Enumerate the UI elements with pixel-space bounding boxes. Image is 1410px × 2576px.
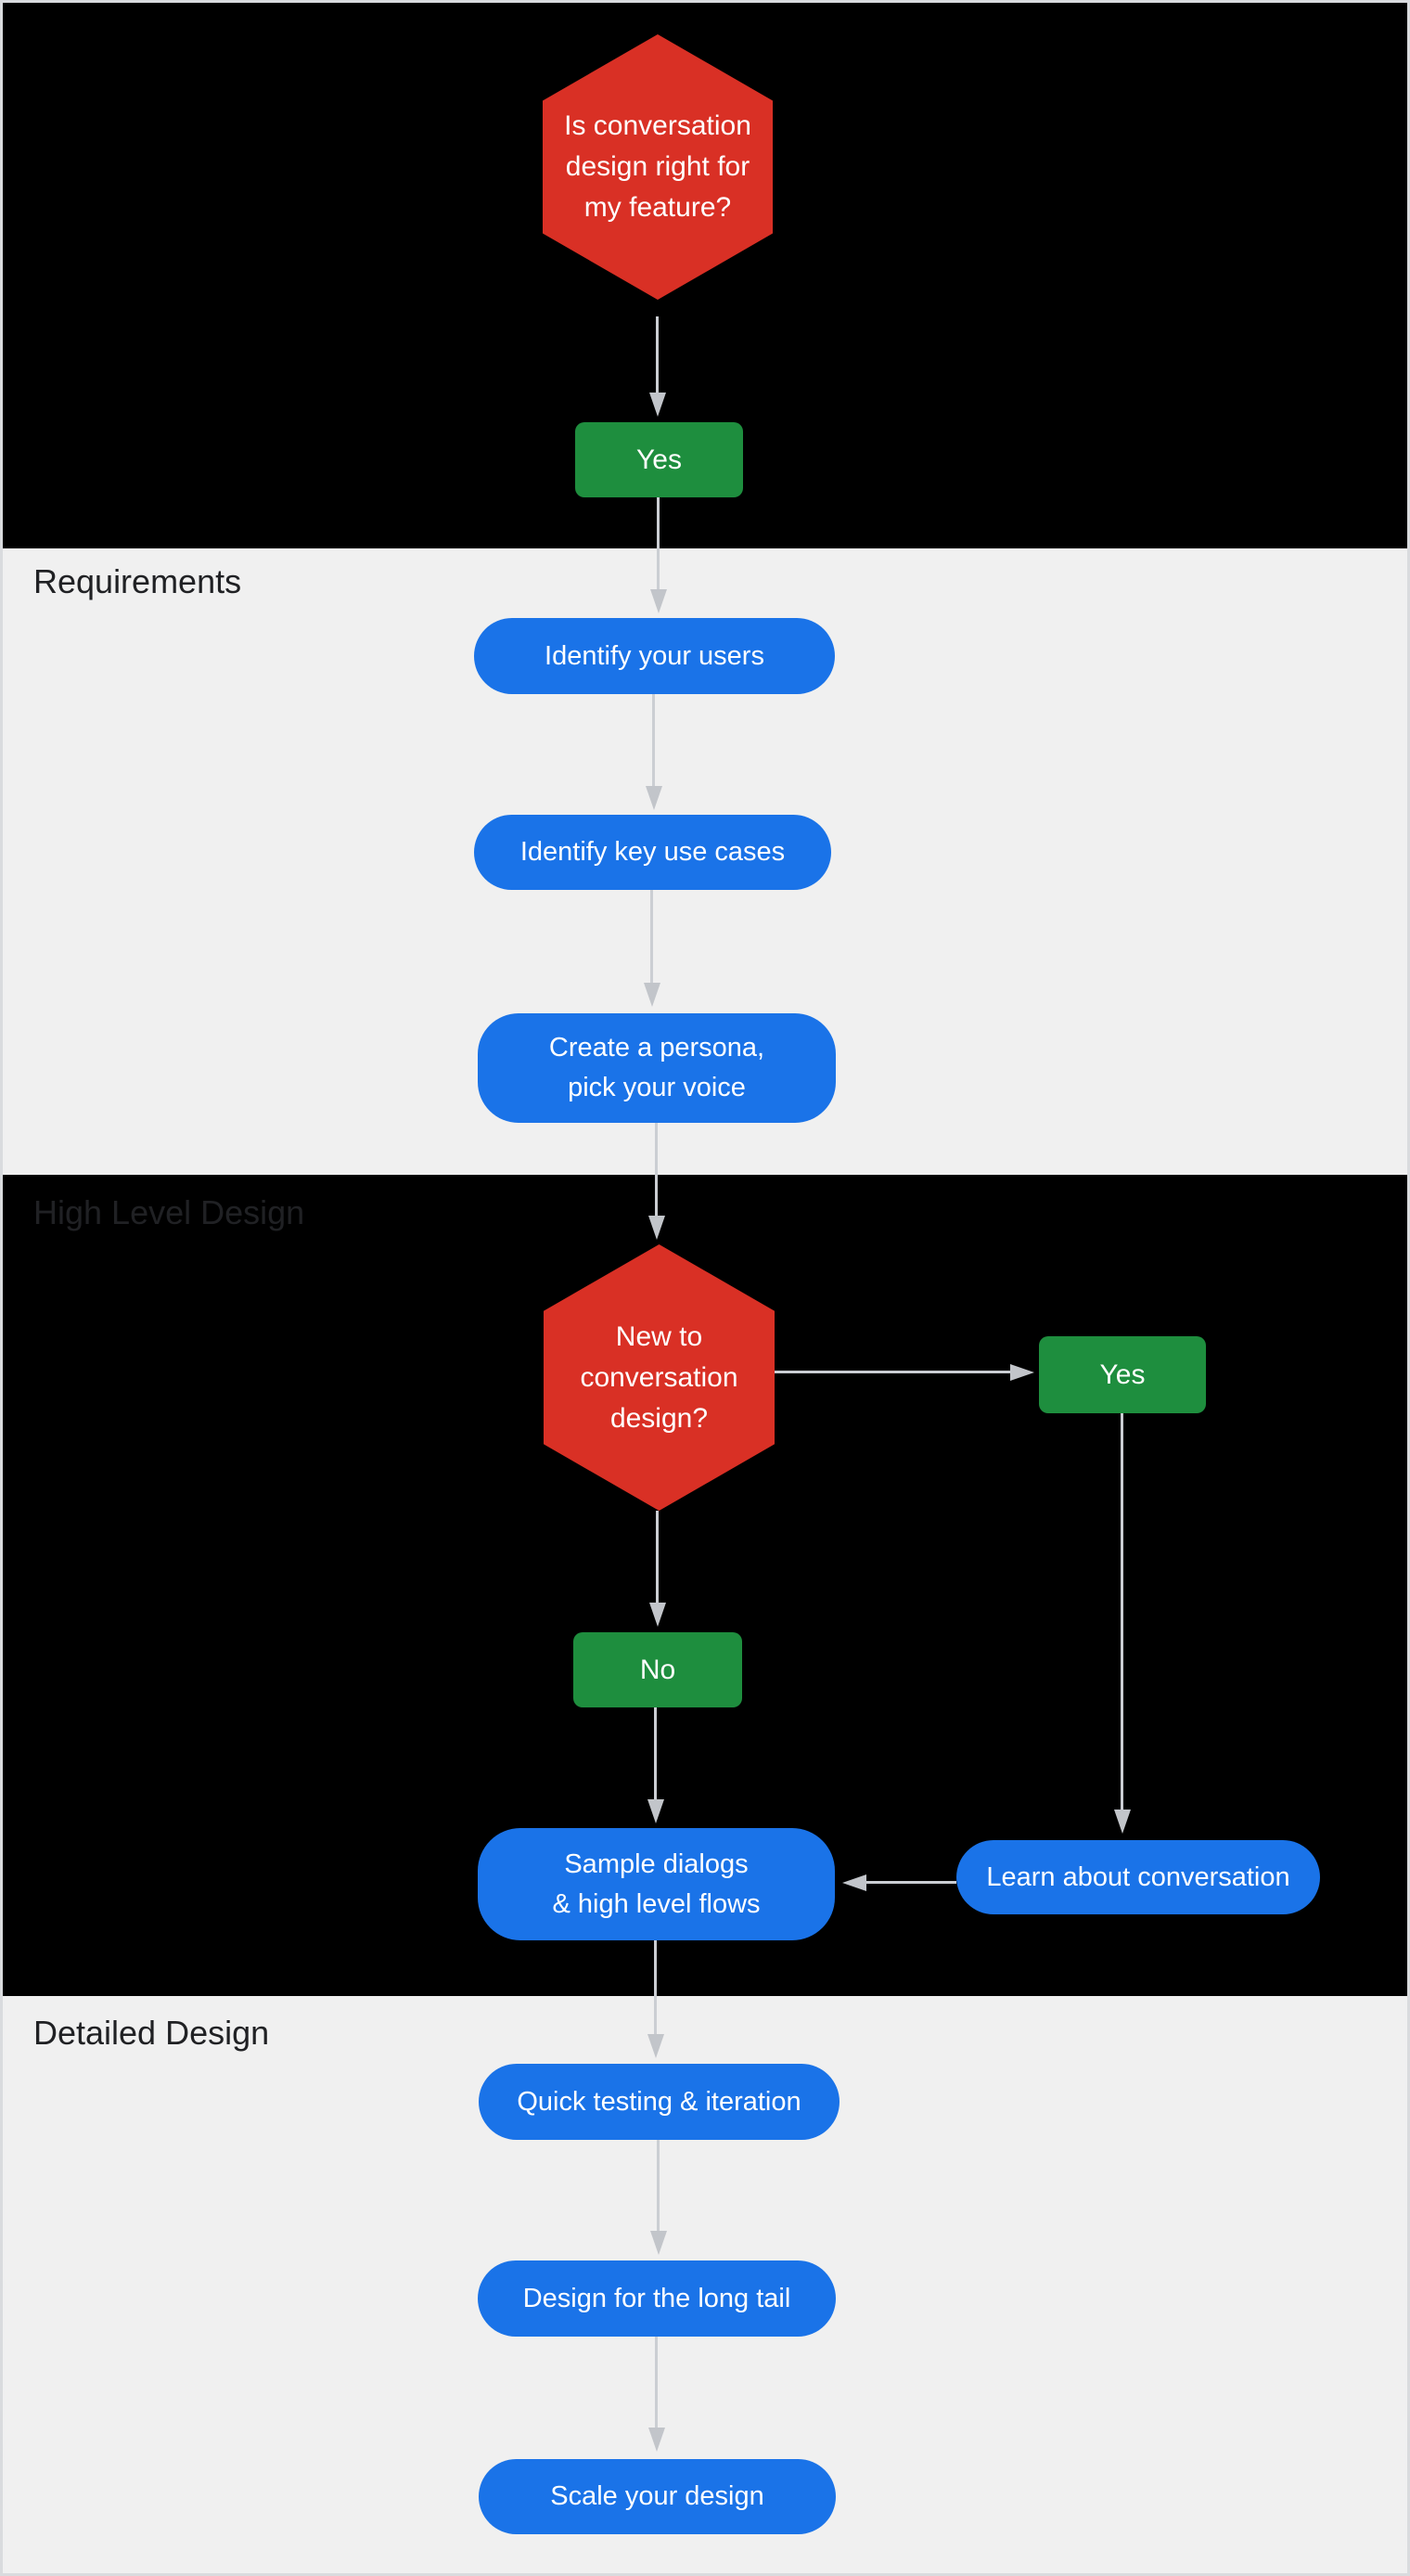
yes-feature-button[interactable]: Yes [575, 422, 743, 497]
arrow-line [655, 2337, 658, 2429]
arrow-line [655, 1123, 658, 1217]
arrow-down-icon [644, 983, 660, 1007]
learn-conversation-pill[interactable]: Learn about conversation [956, 1840, 1320, 1914]
arrow-down-icon [648, 2428, 665, 2452]
requirements-label: Requirements [33, 562, 242, 600]
arrow-line [866, 1881, 956, 1884]
arrow-down-icon [647, 2034, 664, 2058]
detailed-design-label: Detailed Design [33, 2014, 270, 2052]
create-persona-pill[interactable]: Create a persona, pick your voice [478, 1013, 836, 1123]
no-new-to-design-button[interactable]: No [573, 1632, 742, 1707]
identify-users-pill[interactable]: Identify your users [474, 618, 835, 694]
arrow-down-icon [649, 1603, 666, 1627]
arrow-down-icon [650, 589, 667, 613]
arrow-line [775, 1371, 1012, 1373]
arrow-line [656, 316, 659, 394]
scale-design-pill[interactable]: Scale your design [479, 2459, 836, 2534]
arrow-line [650, 890, 653, 985]
arrow-left-icon [842, 1874, 866, 1891]
arrow-right-icon [1010, 1364, 1034, 1381]
arrow-line [657, 2140, 660, 2233]
arrow-line [654, 1940, 657, 2036]
arrow-line [656, 1511, 659, 1604]
arrow-down-icon [650, 2231, 667, 2255]
arrow-down-icon [646, 786, 662, 810]
identify-use-cases-pill[interactable]: Identify key use cases [474, 815, 831, 890]
arrow-down-icon [648, 1216, 665, 1240]
sample-dialogs-pill[interactable]: Sample dialogs & high level flows [478, 1828, 835, 1940]
arrow-down-icon [649, 393, 666, 417]
high-level-design-label: High Level Design [33, 1193, 305, 1231]
decision-new-to-design-hexagon: New to conversation design? [544, 1244, 775, 1511]
arrow-line [654, 1707, 657, 1800]
design-long-tail-pill[interactable]: Design for the long tail [478, 2260, 836, 2337]
arrow-line [657, 497, 660, 591]
arrow-line [652, 694, 655, 788]
yes-new-to-design-button[interactable]: Yes [1039, 1336, 1206, 1413]
arrow-down-icon [1114, 1810, 1131, 1834]
arrow-down-icon [647, 1799, 664, 1823]
arrow-line [1121, 1413, 1123, 1811]
quick-testing-pill[interactable]: Quick testing & iteration [479, 2064, 840, 2140]
